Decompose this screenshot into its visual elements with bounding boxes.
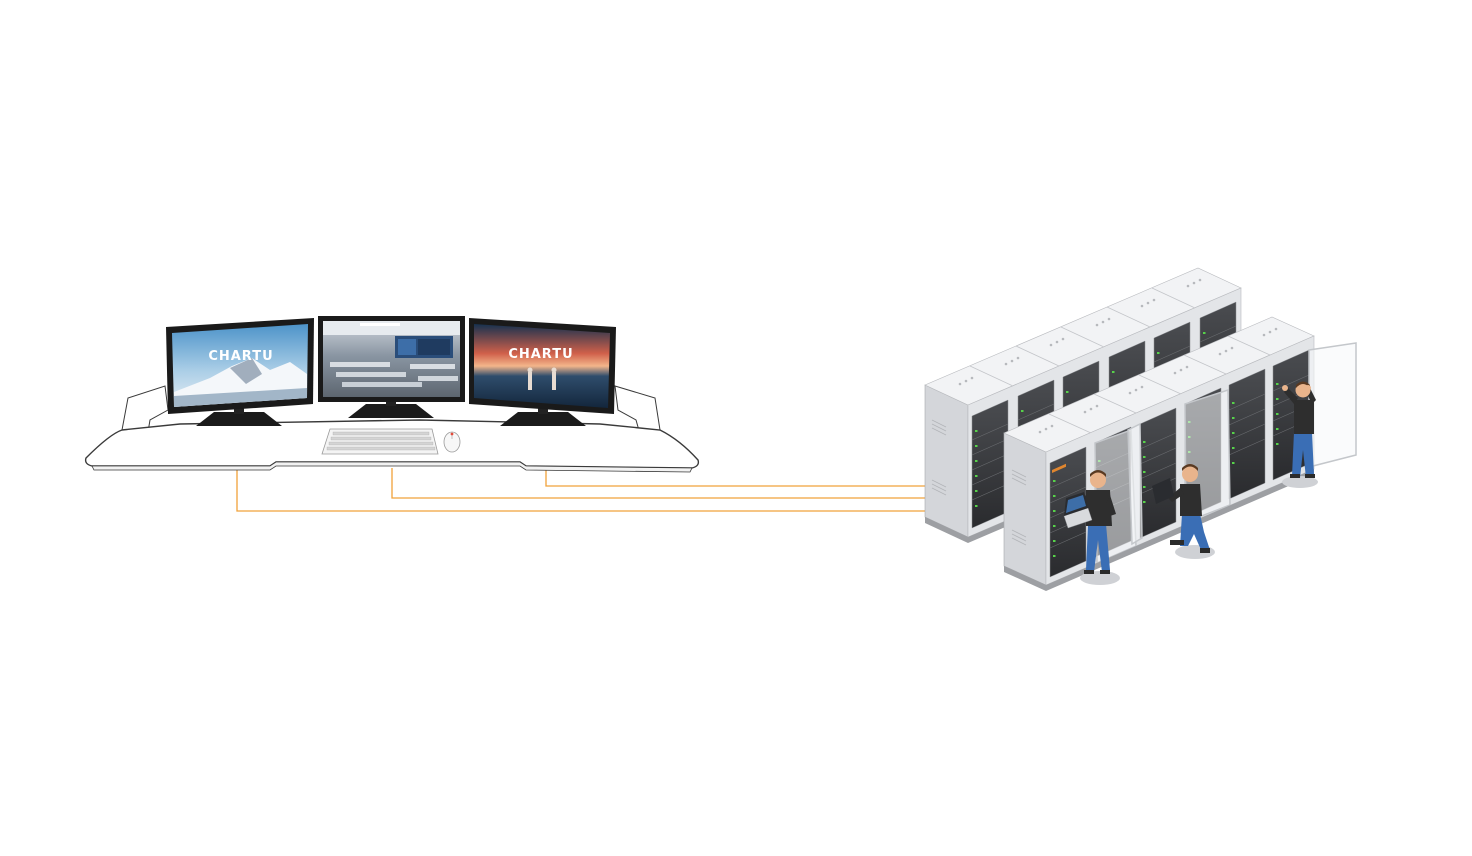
cable-right-monitor [545, 468, 930, 487]
server-room [924, 267, 1357, 591]
mouse-icon [443, 431, 461, 453]
keyboard-icon [321, 428, 439, 455]
cable-center-monitor [391, 468, 930, 499]
monitor-right-screen [474, 324, 610, 408]
monitor-right-brand: CHARTU [508, 347, 573, 362]
monitor-right: CHARTU [469, 318, 616, 426]
cable-left-monitor [236, 468, 930, 512]
technician-icon [1063, 381, 1318, 585]
server-rack-icon [924, 384, 969, 538]
monitor-left-brand: CHARTU [208, 349, 273, 364]
monitor-left: CHARTU [166, 318, 314, 426]
cable-bundle [236, 468, 930, 512]
server-rack-row-front [1003, 316, 1357, 591]
desk-left-wing [121, 385, 169, 433]
monitor-center [318, 316, 465, 418]
